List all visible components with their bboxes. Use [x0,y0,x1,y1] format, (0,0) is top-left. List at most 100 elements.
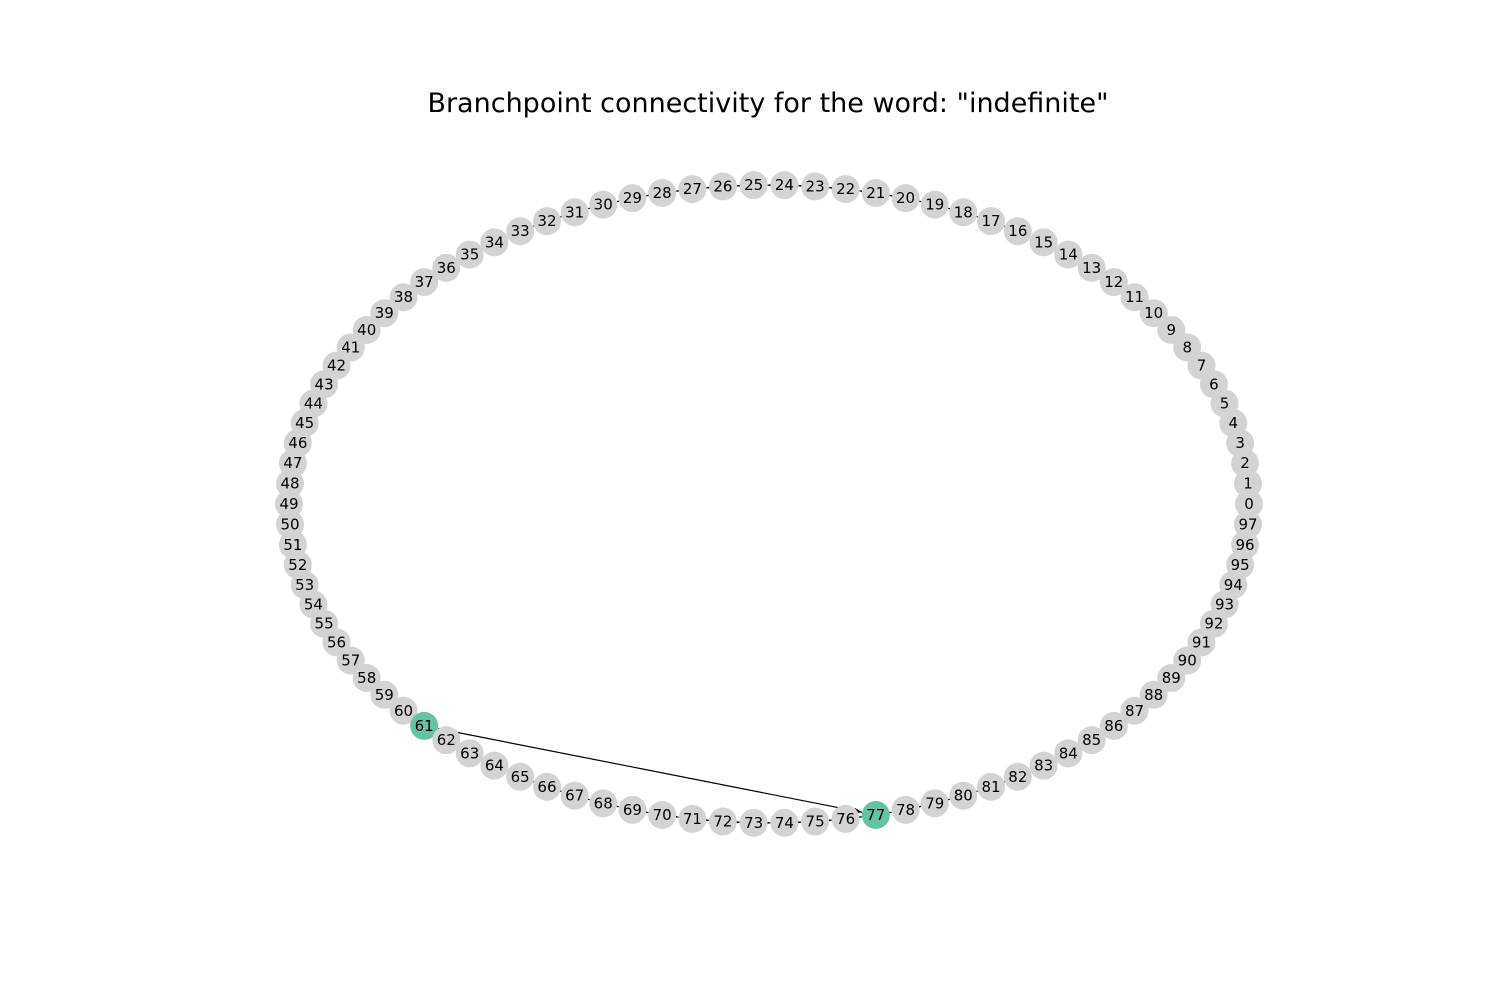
node-label-48: 48 [280,475,299,493]
node-label-88: 88 [1144,686,1163,704]
node-label-55: 55 [315,615,334,633]
node-label-8: 8 [1182,338,1192,356]
node-label-51: 51 [283,536,302,554]
node-label-11: 11 [1125,288,1144,306]
node-label-3: 3 [1235,434,1245,452]
node-label-6: 6 [1209,375,1219,393]
node-58: 58 [352,664,381,693]
node-28: 28 [648,179,677,207]
node-circle-62 [432,726,461,755]
node-label-53: 53 [295,576,314,594]
node-label-75: 75 [806,813,825,831]
node-label-12: 12 [1104,273,1123,291]
node-label-76: 76 [836,810,855,828]
node-84: 84 [1054,739,1083,768]
node-circle-30 [589,190,618,219]
node-label-87: 87 [1125,702,1144,720]
node-49: 49 [275,490,303,518]
node-circle-65 [506,762,535,791]
node-77: 77 [861,801,890,829]
node-label-64: 64 [485,757,504,775]
node-label-22: 22 [836,180,855,198]
node-label-26: 26 [713,177,732,195]
node-label-45: 45 [295,414,314,432]
node-circle-66 [532,772,561,801]
node-72: 72 [708,807,737,836]
node-label-47: 47 [283,454,302,472]
node-label-17: 17 [981,212,1000,230]
node-24: 24 [770,171,799,200]
node-label-54: 54 [304,596,323,614]
node-label-92: 92 [1204,615,1223,633]
node-circle-28 [648,179,677,207]
node-label-44: 44 [304,394,323,412]
node-label-35: 35 [460,246,479,264]
node-label-49: 49 [279,495,298,513]
node-label-69: 69 [623,801,642,819]
node-label-56: 56 [327,633,346,651]
node-48: 48 [275,469,304,498]
node-circle-70 [648,801,677,829]
node-label-40: 40 [357,321,376,339]
node-label-89: 89 [1162,669,1181,687]
node-30: 30 [589,190,618,219]
node-68: 68 [589,789,618,818]
node-label-5: 5 [1220,394,1230,412]
node-label-27: 27 [683,180,702,198]
node-circle-13 [1077,253,1106,282]
node-label-84: 84 [1059,744,1078,762]
node-circle-87 [1120,696,1149,725]
node-label-34: 34 [485,233,504,251]
node-label-80: 80 [954,787,973,805]
node-label-18: 18 [954,203,973,221]
node-83: 83 [1029,751,1058,780]
node-label-14: 14 [1059,246,1078,264]
node-label-30: 30 [594,196,613,214]
node-label-46: 46 [288,434,307,452]
node-63: 63 [455,739,484,768]
node-label-33: 33 [511,222,530,240]
node-label-13: 13 [1082,259,1101,277]
node-circle-11 [1120,283,1149,312]
node-25: 25 [739,171,768,200]
node-circle-9 [1157,315,1186,344]
node-circle-83 [1029,751,1058,780]
node-circle-16 [1003,217,1032,246]
node-label-2: 2 [1240,454,1250,472]
node-26: 26 [708,172,737,201]
node-circle-36 [432,253,461,282]
node-23: 23 [801,172,830,201]
node-21: 21 [861,179,890,207]
node-14: 14 [1054,240,1083,269]
node-82: 82 [1003,762,1032,791]
node-circle-39 [370,299,399,328]
node-label-95: 95 [1231,556,1250,574]
node-circle-19 [920,190,949,219]
node-circle-68 [589,789,618,818]
node-label-61: 61 [415,717,434,735]
node-circle-74 [770,808,799,837]
node-circle-21 [861,179,890,207]
node-circle-85 [1077,726,1106,755]
node-75: 75 [801,807,830,836]
node-circle-73 [739,808,768,837]
node-38: 38 [389,283,418,312]
node-circle-10 [1139,299,1168,328]
node-circle-88 [1139,680,1168,709]
node-85: 85 [1077,726,1106,755]
node-label-20: 20 [896,189,915,207]
node-label-52: 52 [288,556,307,574]
node-label-96: 96 [1236,536,1255,554]
node-circle-29 [618,184,647,213]
node-label-7: 7 [1197,357,1207,375]
node-circle-34 [480,228,509,257]
node-circle-27 [678,175,707,204]
chart-title: Branchpoint connectivity for the word: "… [427,88,1108,119]
node-circle-97 [1234,510,1263,539]
node-circle-20 [891,184,920,213]
node-circle-78 [891,795,920,824]
node-62: 62 [432,726,461,755]
node-label-85: 85 [1082,731,1101,749]
node-circle-80 [949,781,978,810]
node-circle-0 [1235,490,1263,518]
